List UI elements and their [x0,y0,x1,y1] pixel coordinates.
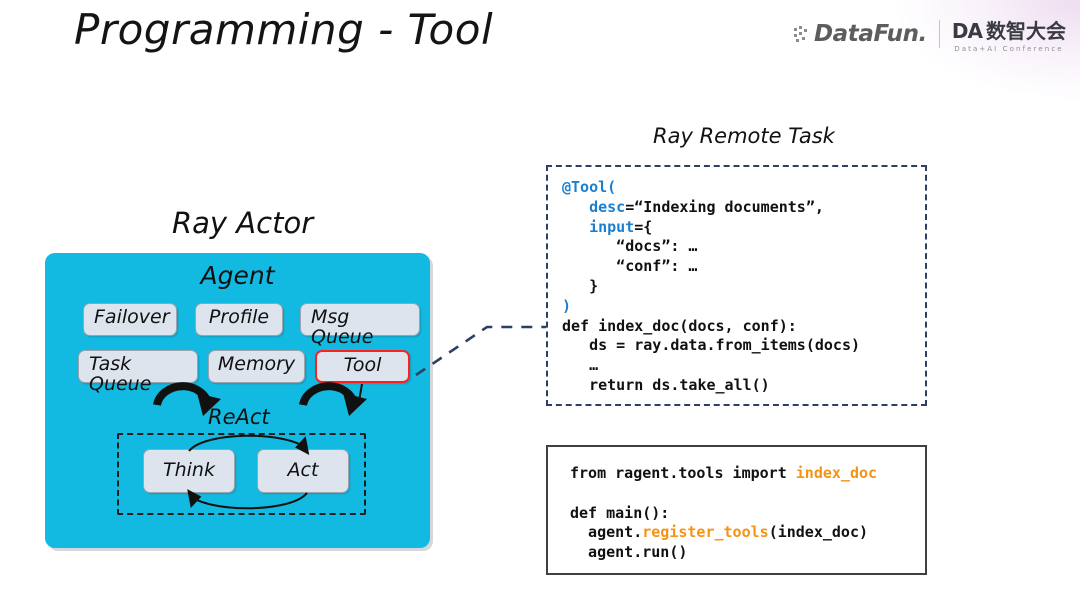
code-line: from ragent.tools import index_doc [570,464,925,484]
code-line: ) [562,297,925,317]
code-token: from ragent.tools import [570,464,796,482]
code-token: ) [562,296,572,315]
code-line: def index_doc(docs, conf): [562,317,925,337]
code-token: desc [589,197,626,216]
component-failover[interactable]: Failover [83,303,177,336]
code-line: @Tool( [562,178,925,198]
dashed-connector-line [415,325,560,377]
code-line: “docs”: … [562,237,925,257]
code-line: input={ [562,218,925,238]
agent-label: Agent [200,261,275,290]
code-token: agent. [570,523,643,542]
react-node-act[interactable]: Act [257,449,349,493]
code-token [562,198,589,216]
code-token: =“Indexing documents”, [625,197,824,216]
code-token: (index_doc) [768,523,869,542]
branding-logos: DataFun. DA 数智大会 Data+AI Conference [793,14,1066,54]
code-token: return ds.take_all() [562,375,770,394]
code-token: def main(): [570,503,670,522]
conference-name-en: Data+AI Conference [954,45,1064,53]
component-memory[interactable]: Memory [208,350,305,383]
logo-divider [938,20,940,48]
code-token: “conf”: … [562,257,698,276]
usage-code: from ragent.tools import index_doc def m… [548,447,925,563]
ray-actor-container: Agent Failover Profile Msg Queue Task Qu… [45,253,430,548]
conference-name-cn: 数智大会 [986,19,1066,43]
usage-code-panel[interactable]: from ragent.tools import index_doc def m… [546,445,927,575]
code-token: def index_doc(docs, conf): [562,316,797,335]
code-line: desc=“Indexing documents”, [562,198,925,218]
code-line: “conf”: … [562,257,925,277]
code-line: ds = ray.data.from_items(docs) [562,336,925,356]
code-token: ={ [634,217,653,236]
react-loop-boundary [117,433,366,515]
component-msg-queue[interactable]: Msg Queue [300,303,420,347]
datafun-logo: DataFun. [793,21,927,47]
remote-task-code: @Tool( desc=“Indexing documents”, input=… [548,167,925,396]
page-title: Programming - Tool [74,5,494,54]
code-token: ds = ray.data.from_items(docs) [562,336,861,355]
component-task-queue[interactable]: Task Queue [78,350,198,394]
react-node-think[interactable]: Think [143,449,235,493]
code-token [562,218,589,236]
code-token: input [589,217,635,236]
conference-logo-main: DA 数智大会 [952,15,1066,44]
tool-stem-line [358,383,363,402]
curved-arrow-right-head [343,393,367,416]
code-line: agent.run() [570,543,925,563]
code-token: register_tools [642,523,769,542]
code-line: … [562,356,925,376]
code-line: } [562,277,925,297]
remote-task-title: Ray Remote Task [653,124,835,148]
code-token: index_doc [795,464,878,482]
code-line: return ds.take_all() [562,376,925,396]
diagram-title: Ray Actor [172,206,314,240]
code-line: def main(): [570,504,925,524]
code-token: agent.run() [570,543,688,562]
curved-arrow-right [299,382,358,406]
react-loop-label: ReAct [208,405,270,429]
datafun-wordmark: DataFun. [813,21,927,47]
conference-logo: DA 数智大会 Data+AI Conference [952,15,1066,53]
code-token: @Tool( [562,178,617,196]
curved-arrow-left [153,382,212,406]
code-line: agent.register_tools(index_doc) [570,523,925,543]
code-line [570,484,925,504]
component-profile[interactable]: Profile [195,303,283,336]
datafun-dots-icon [793,25,811,43]
code-token: “docs”: … [562,237,698,256]
conference-mark: DA [951,19,983,43]
remote-task-code-panel[interactable]: @Tool( desc=“Indexing documents”, input=… [546,165,927,406]
code-token: … [562,356,599,375]
code-token: } [562,276,599,295]
component-tool[interactable]: Tool [315,350,410,383]
